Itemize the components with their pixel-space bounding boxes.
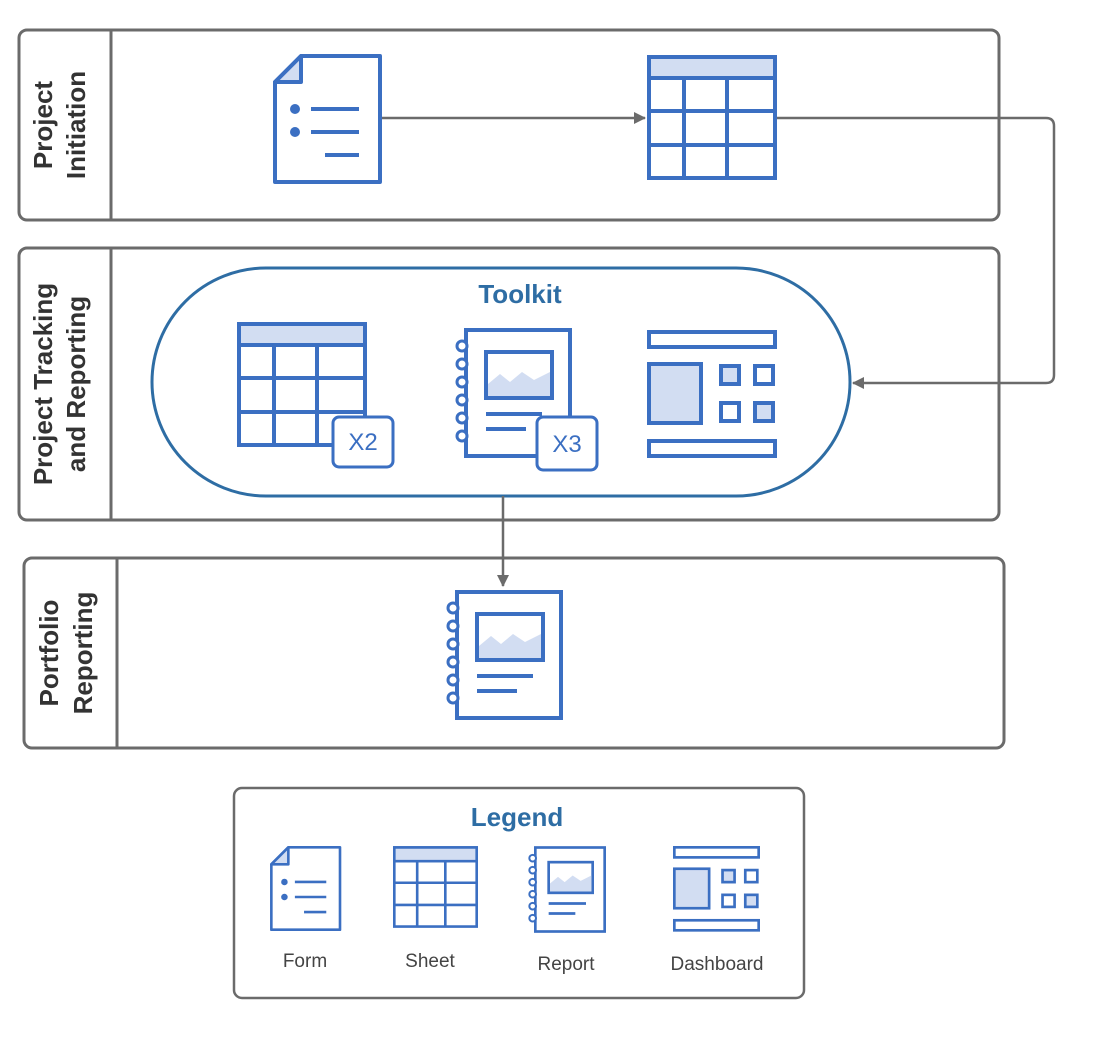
form-icon bbox=[270, 846, 342, 931]
lane-label-initiation-line2: Initiation bbox=[61, 71, 91, 179]
report-multiplier-badge: X3 bbox=[535, 415, 599, 472]
legend-label-dashboard: Dashboard bbox=[671, 954, 764, 975]
legend-item-form: Form bbox=[270, 846, 342, 972]
legend: Legend Form Sheet Report Dashboard bbox=[232, 786, 806, 1000]
toolkit-title: Toolkit bbox=[478, 279, 562, 309]
legend-item-sheet: Sheet bbox=[393, 846, 478, 972]
sheet-multiplier-badge: X2 bbox=[331, 415, 395, 469]
sheet-icon bbox=[647, 55, 777, 180]
lane-label-portfolio-line1: Portfolio bbox=[34, 600, 64, 707]
report-icon bbox=[527, 846, 606, 933]
toolkit-reports: X3 bbox=[455, 328, 599, 472]
sheet-multiplier-label: X2 bbox=[348, 429, 377, 456]
report-multiplier-label: X3 bbox=[552, 431, 581, 458]
legend-title: Legend bbox=[471, 802, 563, 832]
toolkit-sheets: X2 bbox=[237, 322, 395, 469]
lane-label-portfolio-line2: Reporting bbox=[68, 592, 98, 715]
form-icon bbox=[273, 54, 382, 184]
lane-label-initiation-line1: Project bbox=[28, 81, 58, 169]
legend-item-report: Report bbox=[527, 846, 606, 975]
report-icon bbox=[446, 590, 563, 720]
lane-project-initiation: Project Initiation bbox=[17, 28, 1001, 222]
legend-label-sheet: Sheet bbox=[405, 951, 455, 972]
legend-label-form: Form bbox=[283, 951, 327, 972]
legend-item-dashboard: Dashboard bbox=[671, 846, 764, 975]
legend-label-report: Report bbox=[537, 954, 595, 975]
lane-label-tracking-line1: Project Tracking bbox=[28, 283, 58, 485]
sheet-icon bbox=[393, 846, 478, 928]
arrow-sheet-to-toolkit bbox=[776, 116, 1056, 389]
connectors bbox=[380, 112, 1056, 587]
lane-label-tracking-line2: and Reporting bbox=[61, 296, 91, 472]
